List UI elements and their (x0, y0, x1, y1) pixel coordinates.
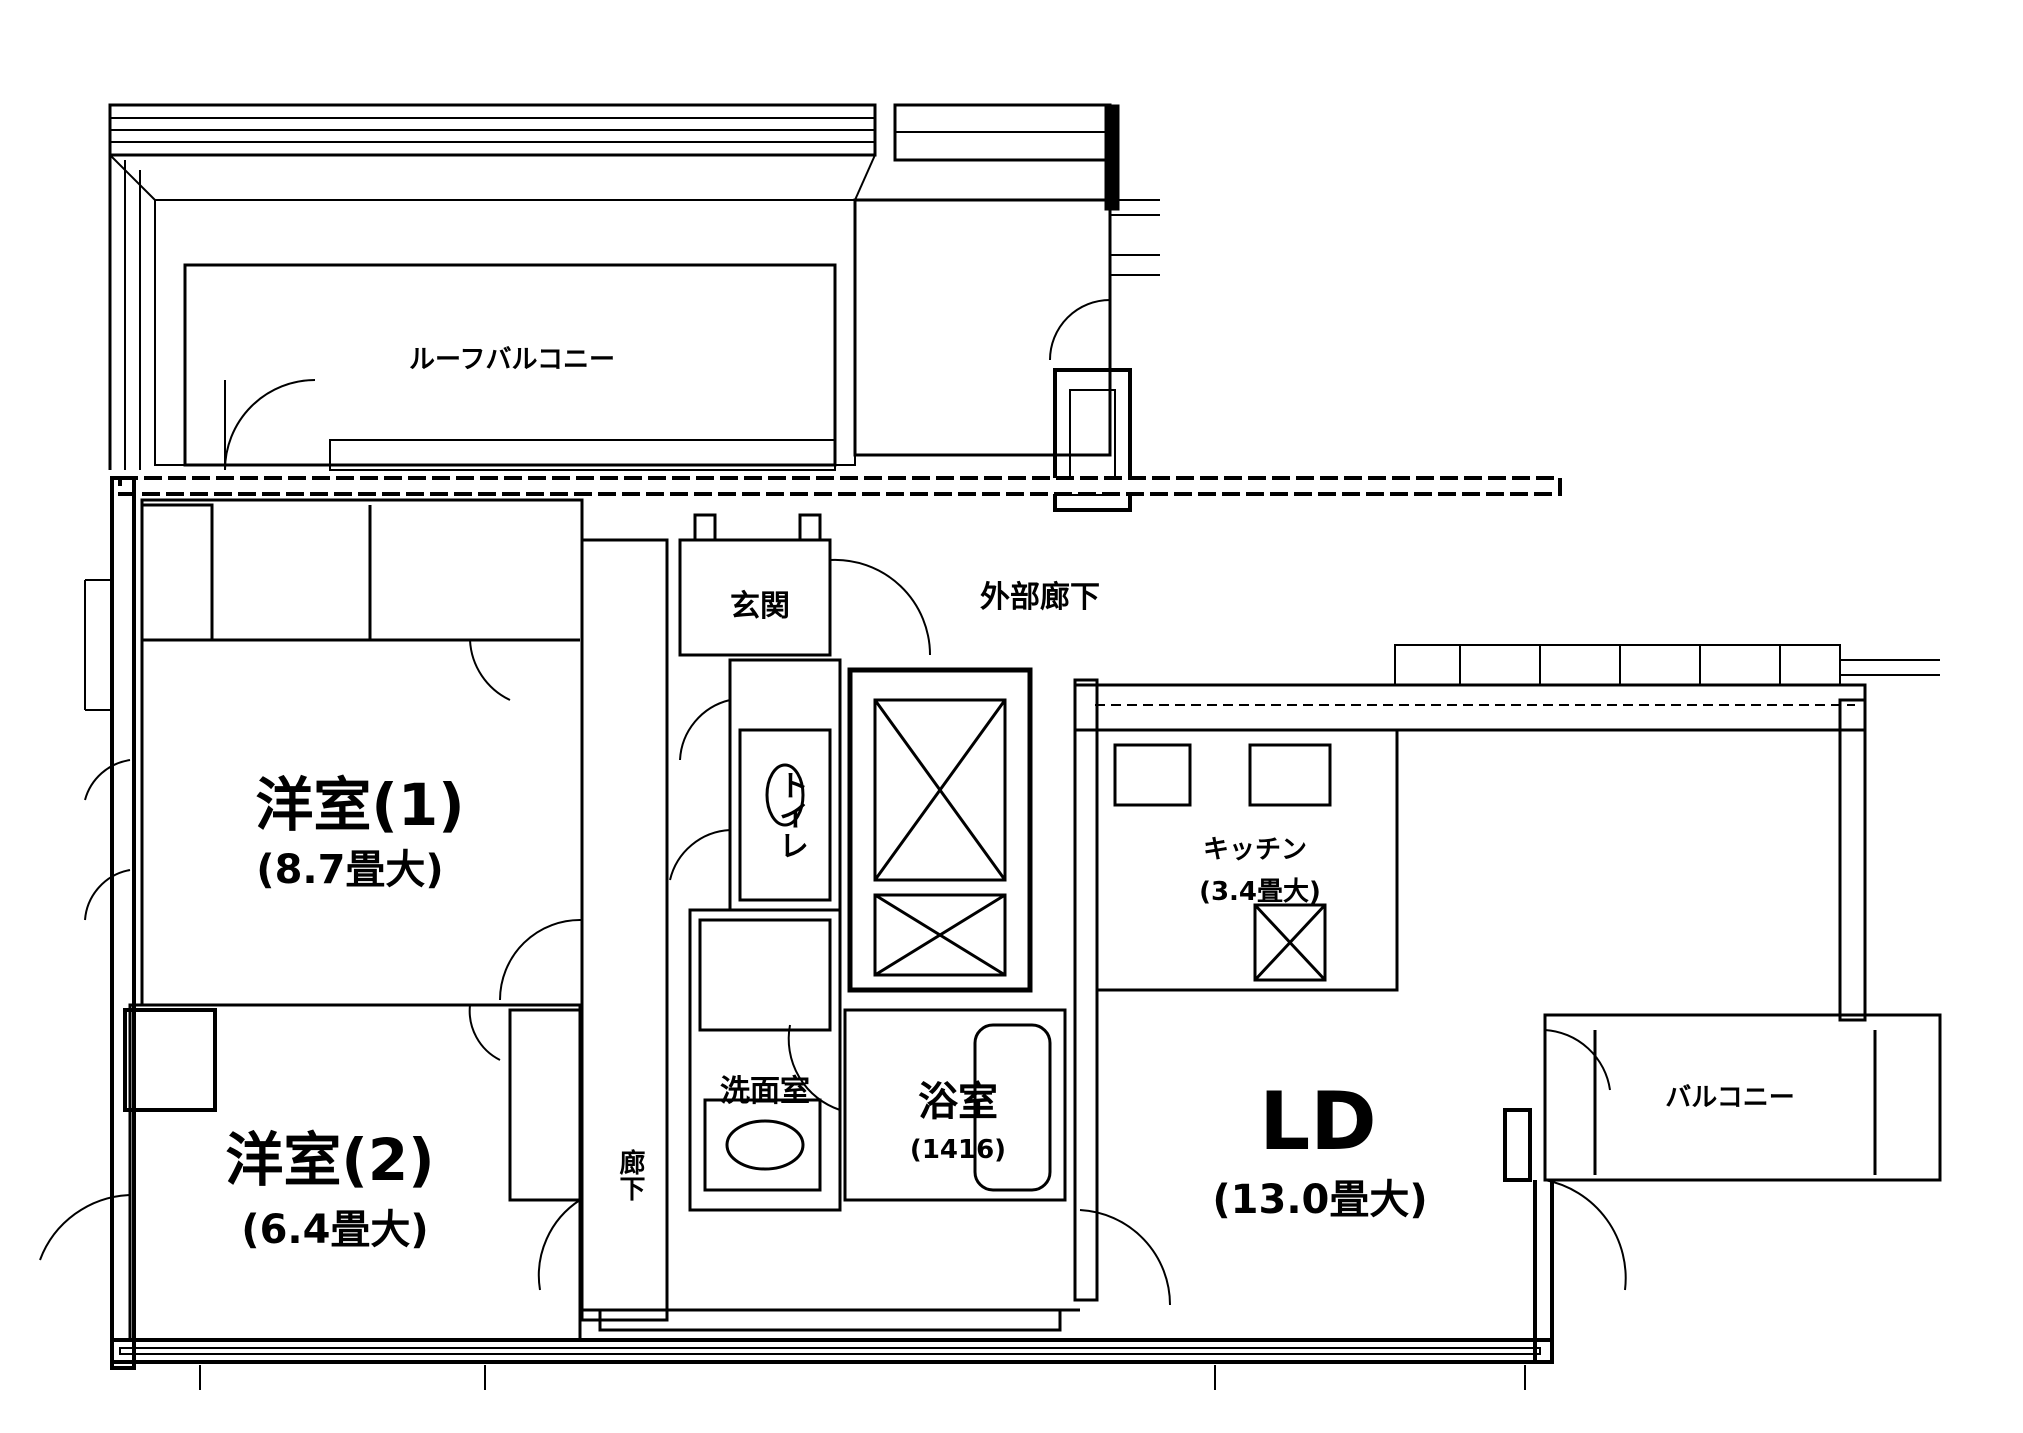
washroom-label: 洗面室 (720, 1074, 810, 1109)
roof-balcony-label: ルーフバルコニー (409, 345, 615, 375)
western-room-1-area: (8.7畳大) (256, 847, 444, 893)
kitchen-name: キッチン (1202, 835, 1308, 865)
entrance-label: 玄関 (730, 589, 790, 624)
balcony-label: バルコニー (1665, 1083, 1795, 1113)
wall-ticks (199, 1365, 1526, 1390)
outside-corridor-label: 外部廊下 (980, 580, 1100, 615)
doors (39, 558, 1627, 1306)
roof-balcony-deck (108, 103, 1160, 512)
ld-name: LD (1259, 1075, 1377, 1168)
window-markings (84, 579, 1841, 711)
interior-walls (123, 498, 1942, 1342)
bathroom-area: (1416) (909, 1135, 1007, 1165)
hallway-label: 廊下 (615, 1149, 645, 1201)
bathroom-name: 浴室 (918, 1079, 998, 1125)
western-room-1-name: 洋室(1) (255, 771, 465, 839)
western-room-2-name: 洋室(2) (225, 1126, 435, 1194)
western-room-2-area: (6.4畳大) (241, 1207, 429, 1253)
toilet-label: トイレ (773, 770, 808, 860)
ld-area: (13.0畳大) (1212, 1177, 1428, 1223)
kitchen-area: (3.4畳大) (1199, 877, 1321, 907)
